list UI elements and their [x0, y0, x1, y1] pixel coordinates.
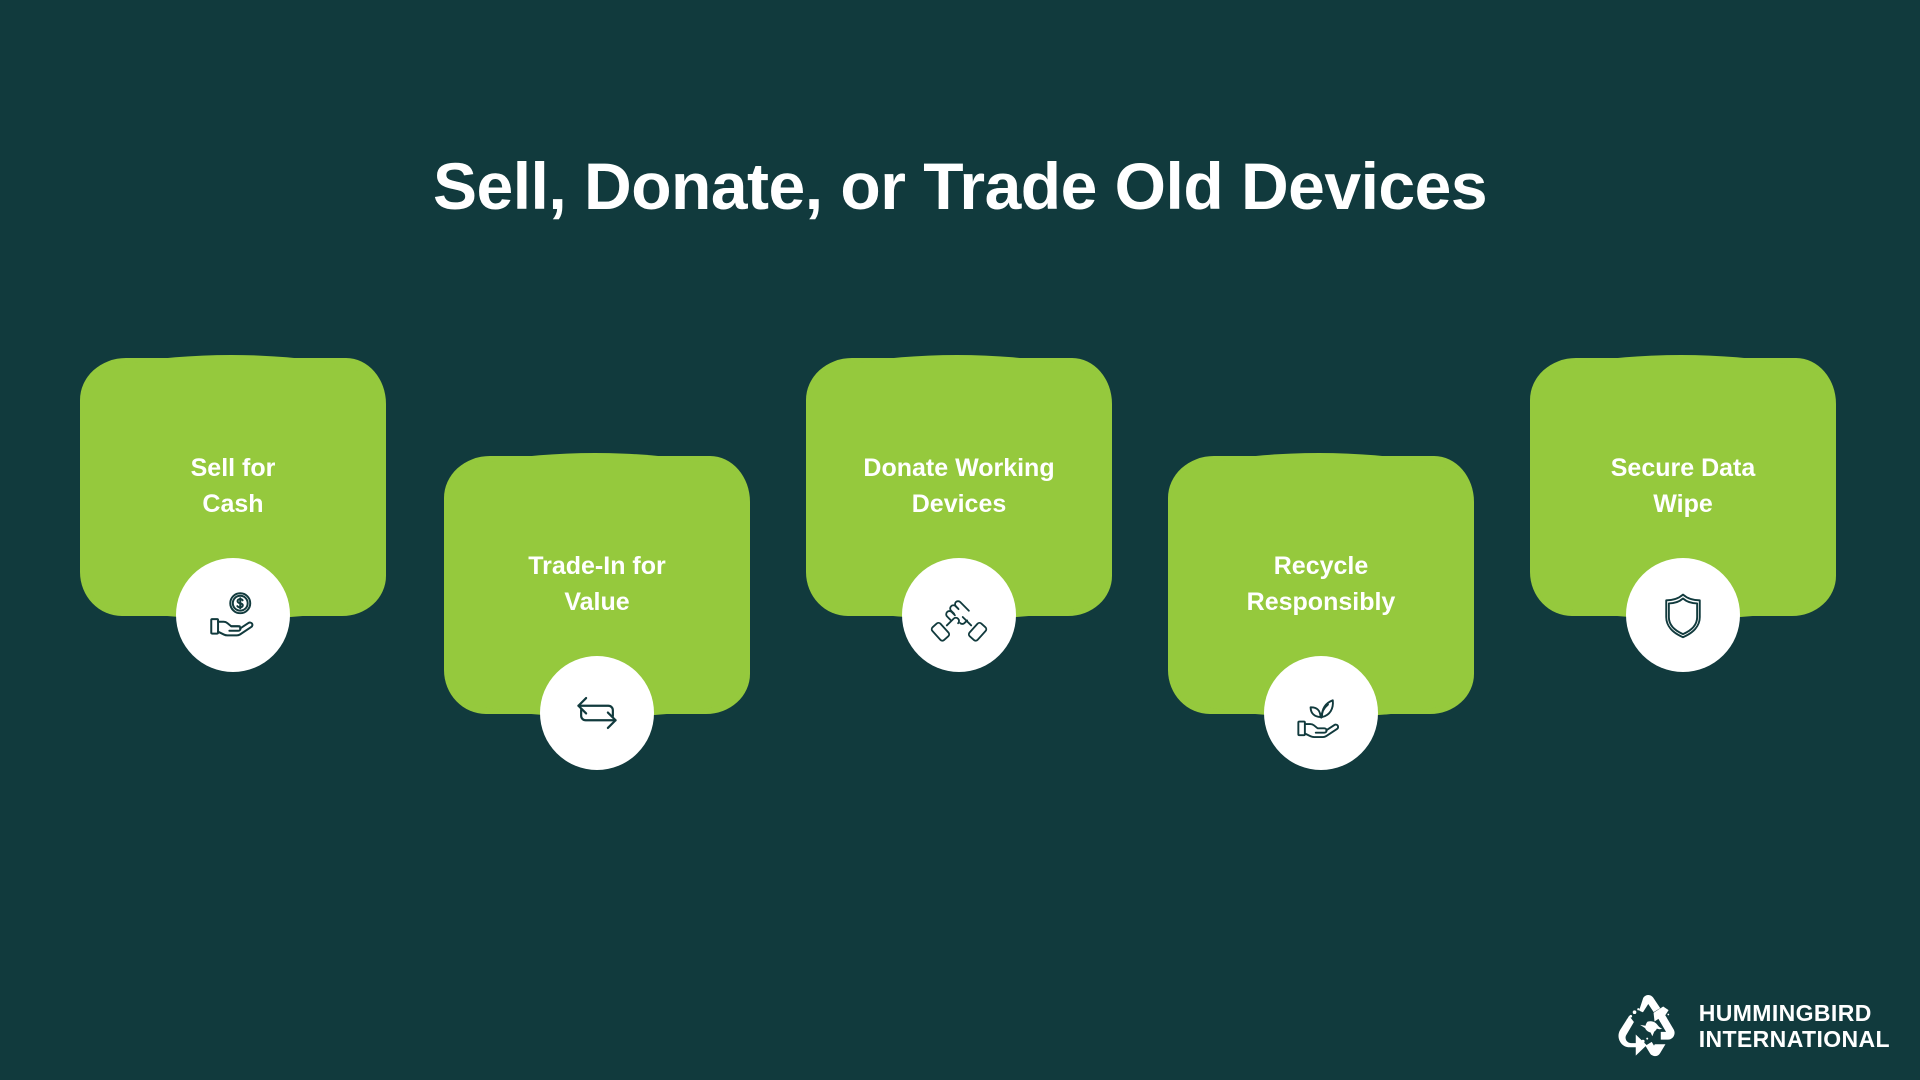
recycle-hummingbird-icon: [1618, 995, 1675, 1057]
handshake-icon: [930, 600, 988, 642]
hand-holding-coin-icon: [210, 592, 254, 637]
icon-bubble[interactable]: [1626, 558, 1740, 672]
icon-bubble[interactable]: [902, 558, 1016, 672]
card-label-line-1: Trade-In for: [528, 552, 666, 580]
brand-logo: HUMMINGBIRD INTERNATIONAL: [1611, 994, 1890, 1060]
exchange-arrows-icon: [577, 696, 617, 730]
card-label: Recycle Responsibly: [1182, 548, 1460, 621]
card-label-line-1: Secure Data: [1610, 454, 1756, 482]
icon-bubble[interactable]: [1264, 656, 1378, 770]
card-label-line-1: Sell for: [190, 454, 276, 482]
card-label: Donate Working Devices: [820, 450, 1098, 523]
icon-bubble[interactable]: [176, 558, 290, 672]
card-label-line-1: Recycle: [1273, 552, 1369, 580]
card-label: Sell for Cash: [94, 450, 372, 523]
logo-word-line-2: INTERNATIONAL: [1698, 1026, 1890, 1052]
card-label: Secure Data Wipe: [1544, 450, 1822, 523]
hand-holding-plant-icon: [1297, 699, 1340, 739]
page-title: Sell, Donate, or Trade Old Devices: [432, 149, 1488, 224]
card-label-line-1: Donate Working: [863, 454, 1055, 482]
card-label-line-2: Responsibly: [1246, 588, 1396, 617]
card-label: Trade-In for Value: [458, 548, 736, 621]
logo-word-line-1: HUMMINGBIRD: [1698, 1000, 1872, 1027]
card-label-line-2: Cash: [202, 490, 264, 519]
logo-wordmark: HUMMINGBIRD INTERNATIONAL: [1698, 1000, 1890, 1053]
icon-bubble[interactable]: [540, 656, 654, 770]
shield-icon: [1665, 593, 1701, 639]
card-label-line-2: Wipe: [1653, 490, 1713, 519]
card-background: [1168, 453, 1474, 717]
card-label-line-2: Devices: [911, 490, 1007, 519]
card-label-line-2: Value: [564, 588, 630, 617]
